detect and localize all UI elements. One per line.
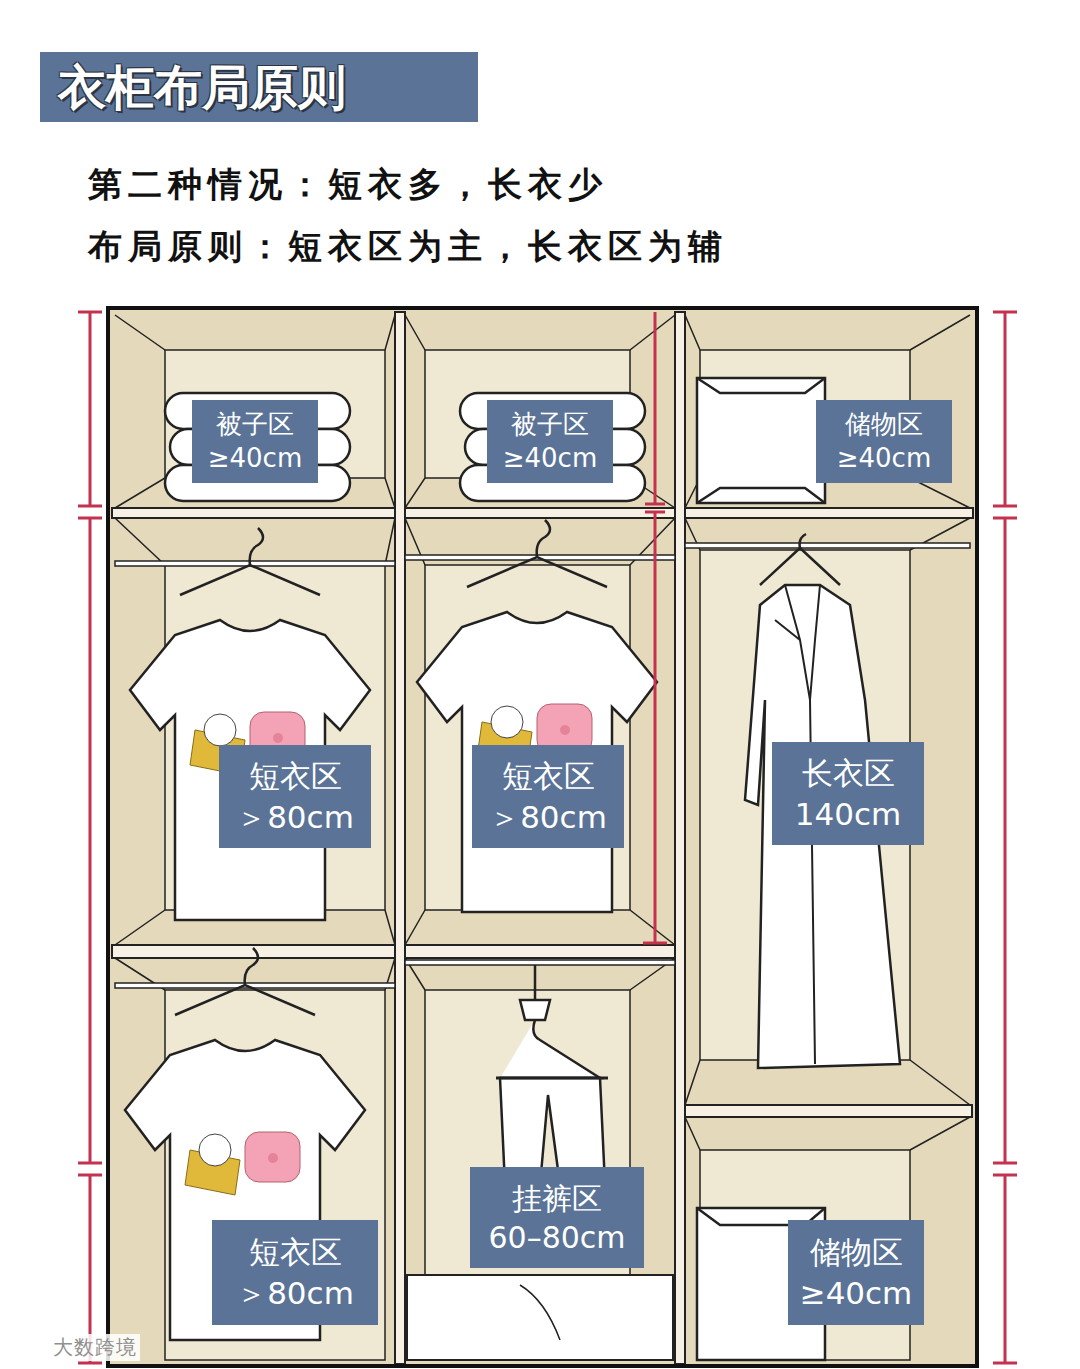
zone-size: 60–80cm (488, 1218, 625, 1257)
zone-label: 短衣区＞80cm (212, 1220, 378, 1325)
title-banner: 衣柜布局原则 (40, 52, 478, 122)
zone-size: ≥40cm (208, 442, 303, 476)
zone-label: 被子区≥40cm (192, 400, 318, 483)
zone-size: ≥40cm (800, 1273, 913, 1313)
zone-name: 短衣区 (249, 756, 342, 796)
zone-label: 被子区≥40cm (487, 400, 613, 483)
zone-name: 短衣区 (502, 756, 595, 796)
zone-label: 短衣区＞80cm (219, 745, 371, 848)
zone-label: 储物区≥40cm (816, 400, 952, 483)
zone-name: 短衣区 (249, 1232, 342, 1272)
zone-label: 挂裤区60–80cm (470, 1167, 644, 1268)
zone-size: ≥40cm (503, 442, 598, 476)
zone-size: ≥40cm (837, 442, 932, 476)
zone-label: 短衣区＞80cm (472, 745, 624, 848)
zone-size: ＞80cm (236, 1273, 354, 1313)
title: 衣柜布局原则 (40, 52, 478, 122)
zone-label: 长衣区140cm (772, 742, 924, 845)
zone-size: 140cm (795, 794, 901, 834)
subtitle: 布局原则：短衣区为主，长衣区为辅 (88, 224, 728, 270)
zone-name: 储物区 (845, 408, 923, 442)
zone-name: 挂裤区 (512, 1179, 602, 1218)
subtitle: 第二种情况：短衣多，长衣少 (88, 162, 608, 208)
zone-name: 被子区 (511, 408, 589, 442)
zone-name: 储物区 (810, 1232, 903, 1272)
zone-name: 被子区 (216, 408, 294, 442)
zone-label: 储物区≥40cm (788, 1220, 924, 1325)
zone-name: 长衣区 (802, 753, 895, 793)
zone-size: ＞80cm (489, 797, 607, 837)
watermark: 大数跨境 (50, 1334, 140, 1361)
zone-size: ＞80cm (236, 797, 354, 837)
